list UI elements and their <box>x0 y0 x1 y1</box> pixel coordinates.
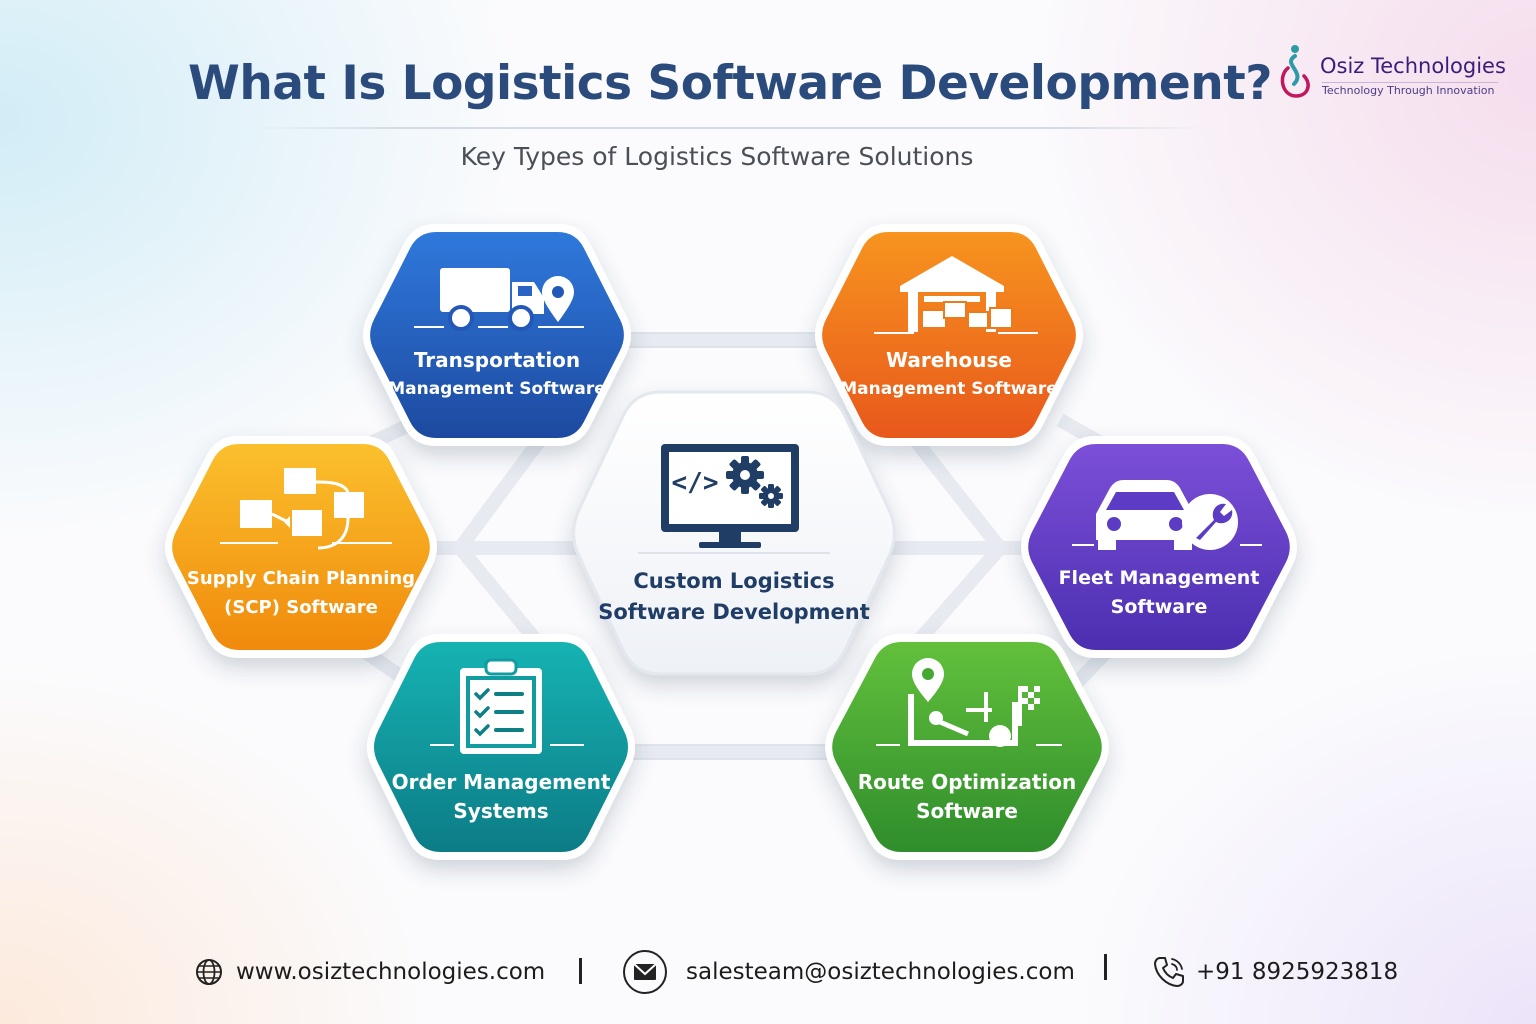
warehouse-boxes-icon <box>874 256 1038 334</box>
hex-fleet[interactable]: Fleet Management Software <box>1024 444 1294 650</box>
hex-supply-chain[interactable]: Supply Chain Planning (SCP) Software <box>168 444 434 650</box>
brand-divider <box>1322 82 1498 83</box>
hex-shape-route <box>832 642 1102 852</box>
footer-separator-2 <box>1104 954 1107 980</box>
globe-icon <box>196 959 222 985</box>
brand-name: Osiz Technologies <box>1320 54 1506 78</box>
osiz-logo-icon <box>1280 45 1310 98</box>
route-flag-icon <box>876 658 1062 747</box>
hex-order[interactable]: Order Management Systems <box>370 642 632 852</box>
footer-phone: +91 8925923818 <box>1196 959 1399 985</box>
hex-shape-warehouse <box>822 232 1076 438</box>
brand-tagline: Technology Through Innovation <box>1322 84 1495 97</box>
center-label-line2: Software Development <box>598 600 870 624</box>
hex-shape-fleet <box>1028 444 1290 650</box>
hex-transportation[interactable]: Transportation Management Software <box>366 232 628 438</box>
supply-chain-label-line1: Supply Chain Planning <box>186 568 416 589</box>
footer-website: www.osiztechnologies.com <box>236 959 546 985</box>
supply-chain-label-line2: (SCP) Software <box>224 597 378 618</box>
monitor-code-gears-icon: </> <box>638 444 830 554</box>
order-label-line2: Systems <box>453 799 549 823</box>
warehouse-label-line2: Management Software <box>840 379 1058 399</box>
footer-website-link[interactable]: www.osiztechnologies.com <box>194 950 545 994</box>
footer-separator <box>579 958 582 984</box>
center-label-line1: Custom Logistics <box>633 569 835 593</box>
page-subtitle: Key Types of Logistics Software Solution… <box>460 142 974 171</box>
transportation-label-line2: Management Software <box>388 379 606 399</box>
page-title: What Is Logistics Software Development? <box>187 56 1273 111</box>
mail-icon <box>623 950 667 994</box>
order-label-line1: Order Management <box>391 770 611 794</box>
hex-route[interactable]: Route Optimization Software <box>828 642 1106 852</box>
hex-shape-supply-chain <box>172 444 430 650</box>
footer-email: salesteam@osiztechnologies.com <box>686 959 1075 985</box>
phone-icon <box>1154 957 1184 987</box>
footer-email-link[interactable]: salesteam@osiztechnologies.com <box>622 950 1075 994</box>
route-label-line1: Route Optimization <box>857 770 1077 794</box>
clipboard-checklist-icon <box>430 658 584 754</box>
connector-lines-outline <box>600 332 878 760</box>
warehouse-label-line1: Warehouse <box>886 348 1012 372</box>
hex-warehouse[interactable]: Warehouse Management Software <box>818 232 1080 438</box>
svg-text:</>: </> <box>672 468 719 498</box>
car-wrench-icon <box>1072 480 1262 550</box>
boxes-flow-icon <box>220 468 392 550</box>
footer-phone-link[interactable]: +91 8925923818 <box>1152 950 1398 994</box>
truck-location-icon <box>414 268 584 331</box>
transportation-label-line1: Transportation <box>413 348 581 372</box>
fleet-label-line2: Software <box>1110 596 1208 618</box>
fleet-label-line1: Fleet Management <box>1058 567 1260 589</box>
route-label-line2: Software <box>916 799 1018 823</box>
brand-logo[interactable]: Osiz Technologies Technology Through Inn… <box>1276 40 1516 104</box>
hex-custom-logistics[interactable]: </> Custom Logistics Software Developmen… <box>568 392 900 674</box>
title-divider <box>250 127 1210 129</box>
